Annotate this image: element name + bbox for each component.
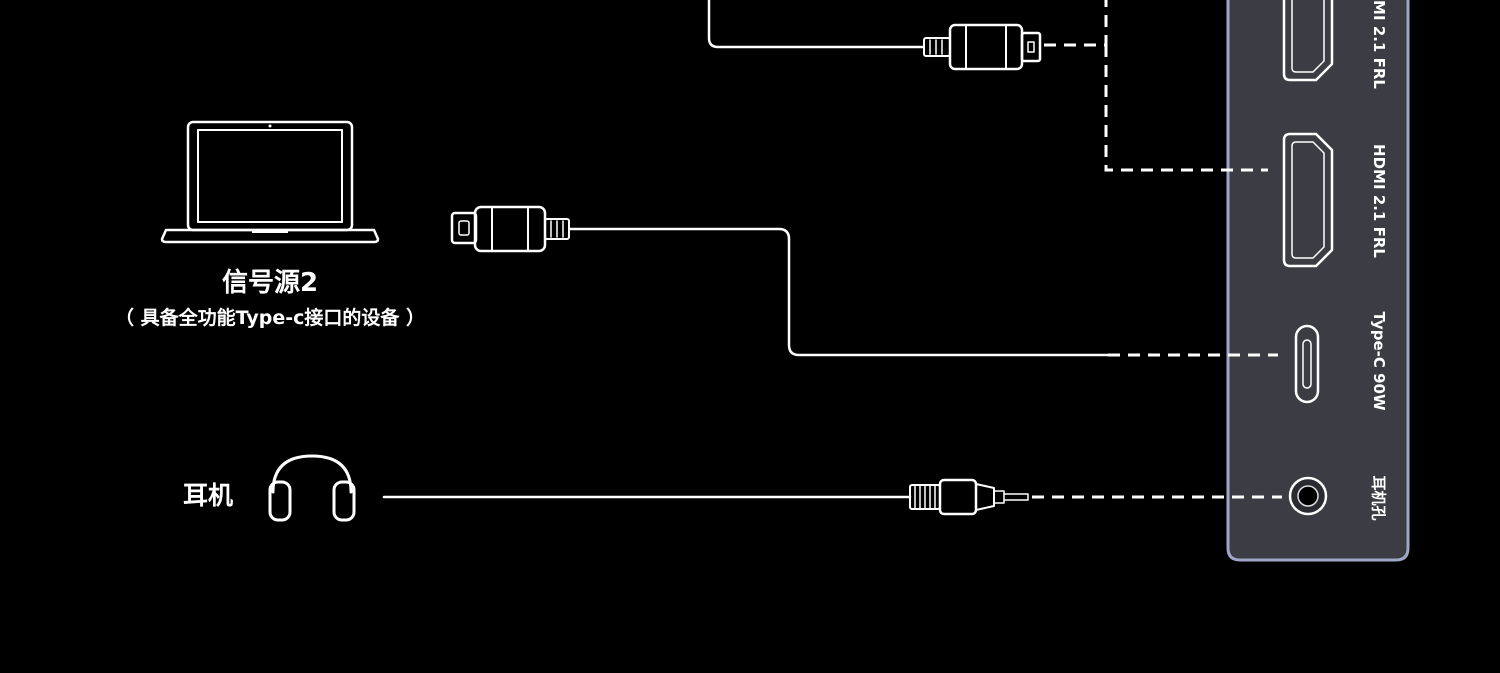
port-label-hdmi-2: HDMI 2.1 FRL (1370, 144, 1388, 258)
headphones-icon (268, 454, 356, 522)
hdmi-cable-top (707, 0, 1042, 71)
dashed-link-hdmi-2 (1104, 45, 1268, 172)
headphones-label: 耳机 (183, 481, 234, 510)
audio-cable (382, 478, 1029, 516)
audio-jack-port (1288, 476, 1328, 516)
hdmi-port-2 (1282, 132, 1334, 268)
hdmi-port-1 (1282, 0, 1334, 82)
usb-c-port (1294, 324, 1320, 404)
monitor-io-panel (1226, 0, 1410, 562)
dashed-link-hdmi-1 (1044, 0, 1108, 47)
laptop-icon (160, 120, 380, 244)
source-2-note: （ 具备全功能Type-c接口的设备 ） (115, 307, 425, 329)
port-label-audio: 耳机孔 (1369, 475, 1388, 521)
usb-c-cable (450, 205, 1110, 357)
port-label-typec: Type-C 90W (1370, 311, 1388, 411)
port-label-hdmi-1: HDMI 2.1 FRL (1370, 0, 1388, 89)
source-2-title: 信号源2 (221, 268, 319, 298)
